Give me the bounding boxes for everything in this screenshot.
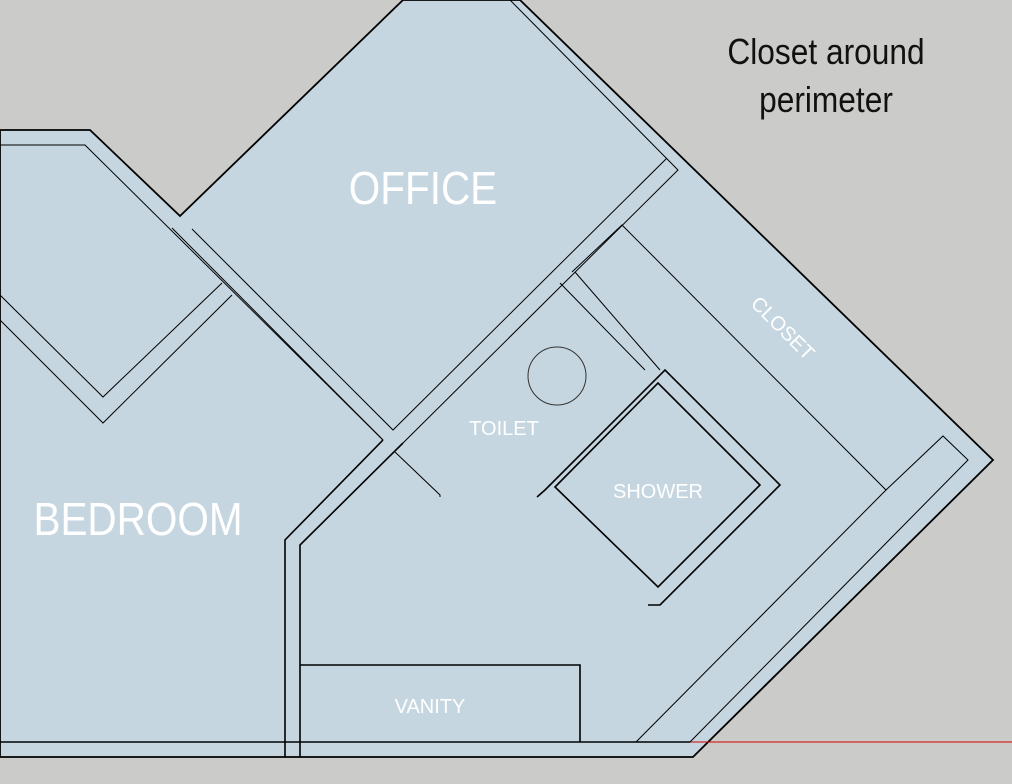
toilet-fixture [527,346,587,406]
annotation-note: Closet around perimeter [706,28,945,124]
room-label-bedroom: BEDROOM [33,495,242,546]
floor-area [0,0,995,758]
room-label-office: OFFICE [349,164,497,215]
annotation-line-2: perimeter [759,79,893,120]
walls [0,0,969,757]
room-label-shower: SHOWER [613,481,703,503]
shower-enclosure [536,368,782,606]
annotation-line-1: Closet around [727,31,925,72]
room-label-toilet: TOILET [469,418,539,440]
room-label-vanity: VANITY [395,696,466,718]
vanity-counter [300,664,581,742]
